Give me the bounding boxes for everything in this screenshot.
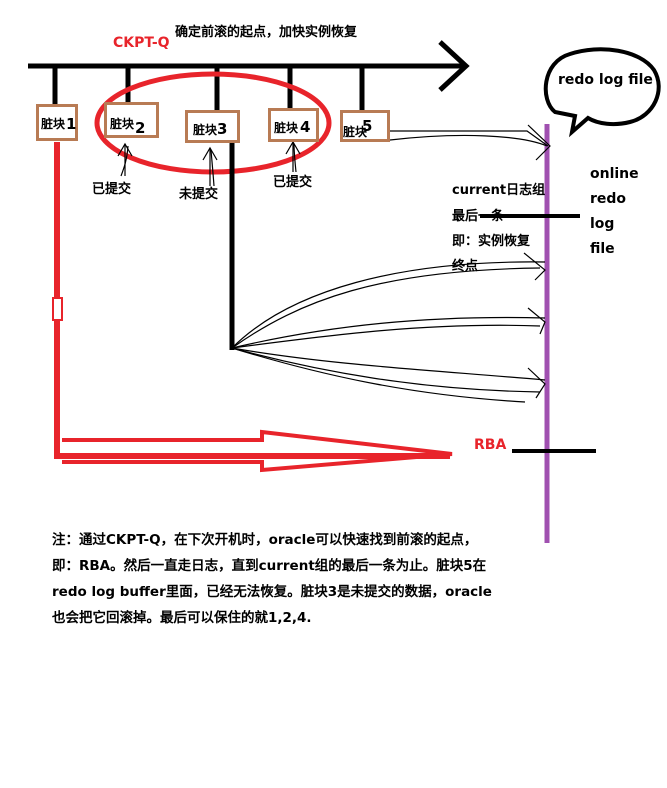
block2-up-arrow	[117, 142, 133, 177]
note-line-3: redo log buffer里面，已经无法恢复。脏块3是未提交的数据，orac…	[52, 584, 492, 600]
online-label-1: online	[590, 166, 639, 182]
rba-arrowhead	[62, 429, 453, 473]
block4-up-arrow	[285, 140, 301, 173]
rollback-arrow-2	[231, 316, 546, 349]
note-line-4: 也会把它回滚掉。最后可以保住的就1,2,4.	[52, 610, 312, 626]
note-line-1: 注：通过CKPT-Q，在下次开机时，oracle可以快速找到前滚的起点，	[52, 532, 478, 548]
rollback-arrow-1	[231, 267, 541, 349]
block4-state: 已提交	[273, 175, 313, 190]
rollback-arrow-3	[231, 347, 546, 381]
dirty-block-3: 脏块 3	[185, 110, 240, 143]
block3-up-arrow	[202, 146, 218, 187]
block2-state: 已提交	[92, 182, 132, 197]
current-note-line4: 终点	[452, 259, 479, 274]
redo-log-file-label: redo log file	[558, 72, 653, 88]
dirty-block-1-label: 脏块	[41, 117, 66, 131]
block3-state: 未提交	[179, 187, 219, 202]
rba-label: RBA	[474, 437, 507, 453]
redo-log-bubble	[543, 47, 661, 138]
current-note-line3: 即：实例恢复	[452, 234, 531, 249]
online-label-4: file	[590, 241, 615, 257]
online-label-3: log	[590, 216, 615, 232]
explanation-note: 注：通过CKPT-Q，在下次开机时，oracle可以快速找到前滚的起点， 即：R…	[52, 527, 612, 631]
timeline-arrowhead	[438, 40, 470, 92]
dirty-block-4-label: 脏块	[274, 121, 299, 135]
current-note-line1: current日志组	[452, 183, 546, 198]
online-label-2: redo	[590, 191, 627, 207]
dirty-block-5: 脏块 5	[340, 110, 390, 142]
dirty-block-4: 脏块 4	[268, 108, 319, 142]
dirty-block-1: 脏块 1	[36, 104, 78, 141]
dirty-block-2-label: 脏块	[110, 117, 135, 131]
current-note-line2: 最后一条	[452, 209, 505, 224]
dirty-block-3-number: 3	[217, 120, 228, 138]
note-line-2: 即：RBA。然后一直走日志，直到current组的最后一条为止。脏块5在	[52, 558, 487, 574]
ckpt-q-description: 确定前滚的起点，加快实例恢复	[175, 25, 358, 40]
rba-arrow	[54, 142, 450, 459]
dirty-block-4-number: 4	[300, 118, 311, 136]
dirty-block-2: 脏块 2	[104, 102, 159, 138]
dirty-block-3-label: 脏块	[193, 123, 218, 137]
block5-arrow	[390, 130, 549, 147]
dirty-block-2-number: 2	[135, 119, 146, 137]
dirty-block-5-label: 脏块	[343, 125, 368, 139]
dirty-block-5-number: 5	[362, 117, 373, 135]
ckpt-q-label: CKPT-Q	[113, 35, 170, 51]
dirty-block-1-number: 1	[66, 115, 77, 133]
